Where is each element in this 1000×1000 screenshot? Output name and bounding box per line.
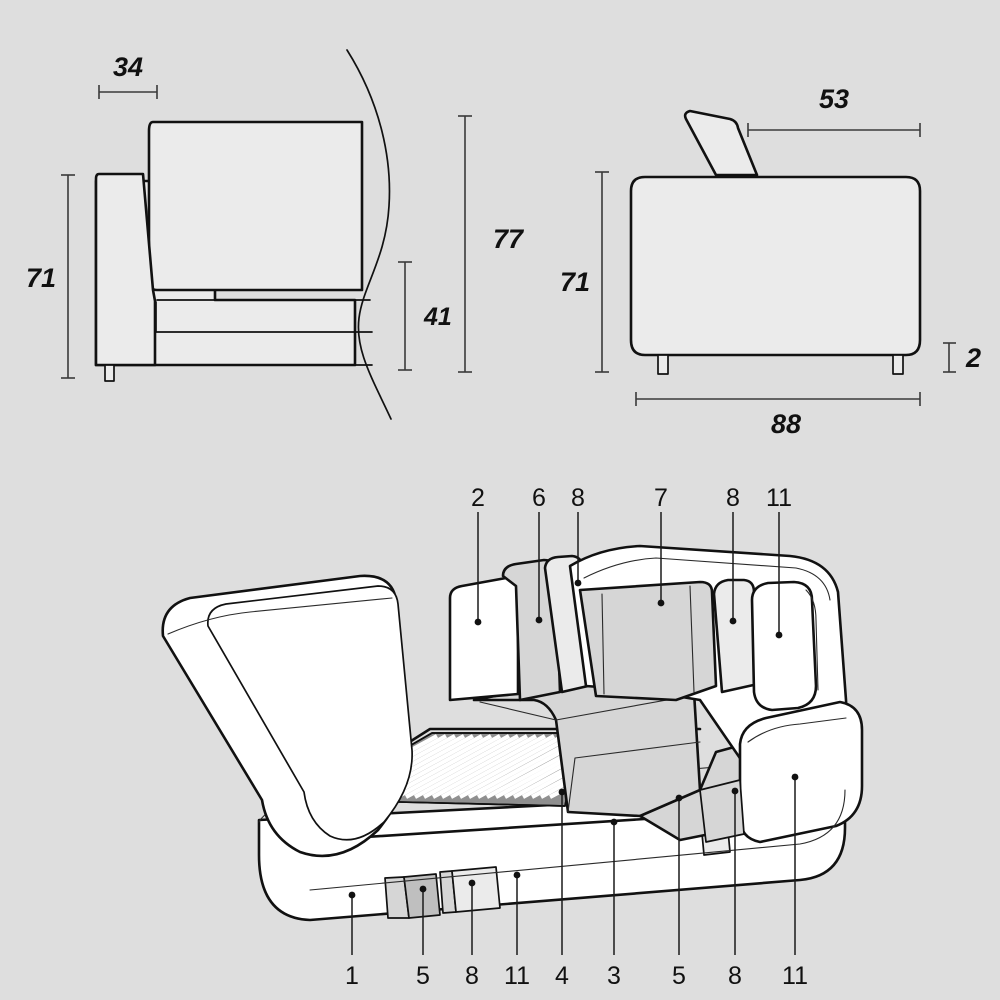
callout-bottom-8-right[interactable]: 8 xyxy=(728,787,742,990)
front-body xyxy=(629,175,922,357)
callout-bottom-8-left-label: 8 xyxy=(465,962,479,990)
callout-bottom-8-left[interactable]: 8 xyxy=(465,879,479,990)
callout-top-11-dot xyxy=(775,631,783,639)
callout-bottom-5-right-dot xyxy=(675,794,683,802)
callout-bottom-5-left-label: 5 xyxy=(416,962,430,990)
dimension-34: 34 xyxy=(98,52,158,99)
dimension-53: 53 xyxy=(747,84,921,137)
callout-top-7[interactable]: 7 xyxy=(654,484,668,607)
callout-top-8-right-dot xyxy=(729,617,737,625)
callout-bottom-11-left-dot xyxy=(513,871,521,879)
dimension-88: 88 xyxy=(635,392,921,439)
callout-top-8-left-dot xyxy=(574,579,582,587)
plinth-shadow-edge xyxy=(309,789,846,891)
callout-bottom-8-right-dot xyxy=(731,787,739,795)
callout-bottom-5-left-dot xyxy=(419,885,427,893)
back-cushion-7-seam-left xyxy=(601,593,605,695)
front-tilted-pillow xyxy=(683,109,759,177)
dim-2-label: 2 xyxy=(965,343,981,373)
perspective-view xyxy=(161,544,864,922)
right-arm-insert-8 xyxy=(699,779,745,843)
callout-top-11[interactable]: 11 xyxy=(766,484,792,639)
side-armrest xyxy=(94,172,157,367)
callout-bottom-11-right-label: 11 xyxy=(782,962,808,990)
callout-bottom-3-dot xyxy=(610,818,618,826)
plinth-insert-b xyxy=(403,873,441,919)
back-cushion-2 xyxy=(448,576,520,702)
callout-top-8-left-label: 8 xyxy=(571,484,585,512)
seat-cushion-seam xyxy=(567,741,701,813)
callout-top-7-label: 7 xyxy=(654,484,668,512)
back-cushion-7-seam-right xyxy=(689,585,695,693)
dimension-2: 2 xyxy=(943,342,981,373)
callout-bottom-8-right-label: 8 xyxy=(728,962,742,990)
right-arm xyxy=(738,700,864,844)
side-leg xyxy=(104,364,115,382)
dim-71s-label: 71 xyxy=(26,263,56,293)
left-arm-top-seam xyxy=(167,597,393,635)
dim-77-label: 77 xyxy=(493,224,525,254)
callout-top-6-label: 6 xyxy=(532,484,546,512)
callout-bottom-3-label: 3 xyxy=(607,962,621,990)
callout-top-6-dot xyxy=(535,616,543,624)
callout-top-2-dot xyxy=(474,618,482,626)
front-elevation-view: 53 71 2 88 xyxy=(560,84,981,439)
callout-top-7-dot xyxy=(657,599,665,607)
front-leg-right xyxy=(892,354,904,375)
callout-top-8-left[interactable]: 8 xyxy=(571,484,585,587)
callout-top-8-right-label: 8 xyxy=(726,484,740,512)
dimension-71-side: 71 xyxy=(26,174,75,379)
dimension-71-front: 71 xyxy=(560,171,609,373)
callout-bottom-4-label: 4 xyxy=(555,962,569,990)
right-arm-seam xyxy=(747,717,847,743)
callout-bottom-11-left-label: 11 xyxy=(504,962,530,990)
plinth-insert-d xyxy=(451,866,501,913)
side-seat-front xyxy=(155,301,373,333)
front-leg-left xyxy=(657,354,669,375)
callout-top-6[interactable]: 6 xyxy=(532,484,546,624)
dim-53-label: 53 xyxy=(819,84,849,114)
back-frame-seam xyxy=(583,557,831,601)
dimension-77: 77 xyxy=(458,115,525,373)
callout-top-11-label: 11 xyxy=(766,484,792,512)
back-cushion-11-seam xyxy=(805,589,819,691)
callout-bottom-4[interactable]: 4 xyxy=(555,788,569,990)
callout-top-2-label: 2 xyxy=(471,484,485,512)
side-break-line xyxy=(346,49,392,420)
callout-bottom-5-right[interactable]: 5 xyxy=(672,794,686,990)
callout-top-2[interactable]: 2 xyxy=(471,484,485,626)
callout-bottom-3[interactable]: 3 xyxy=(607,818,621,990)
dim-34-label: 34 xyxy=(113,52,143,82)
callout-bottom-5-right-label: 5 xyxy=(672,962,686,990)
callout-bottom-1-dot xyxy=(348,891,356,899)
top-callouts: 2 6 8 7 8 xyxy=(471,484,792,639)
callout-bottom-8-left-dot xyxy=(468,879,476,887)
dim-71f-label: 71 xyxy=(560,267,590,297)
callout-bottom-4-dot xyxy=(558,788,566,796)
callout-bottom-1[interactable]: 1 xyxy=(345,891,359,990)
back-cushion-7 xyxy=(578,580,718,702)
callout-bottom-5-left[interactable]: 5 xyxy=(416,885,430,990)
callout-bottom-11-right[interactable]: 11 xyxy=(782,773,808,990)
bottom-callouts: 1 5 8 11 4 xyxy=(345,773,808,990)
side-elevation-view: 34 71 77 41 xyxy=(26,49,525,420)
callout-bottom-11-right-dot xyxy=(791,773,799,781)
dim-41-label: 41 xyxy=(423,303,452,331)
callout-bottom-1-label: 1 xyxy=(345,962,359,990)
left-arm-inner xyxy=(206,585,413,841)
callout-bottom-11-left[interactable]: 11 xyxy=(504,871,530,990)
seat-cushion-fold xyxy=(479,693,701,721)
dim-88-label: 88 xyxy=(771,409,801,439)
dimension-41: 41 xyxy=(398,261,452,371)
callout-top-8-right[interactable]: 8 xyxy=(726,484,740,625)
back-cushion-11 xyxy=(750,580,818,712)
